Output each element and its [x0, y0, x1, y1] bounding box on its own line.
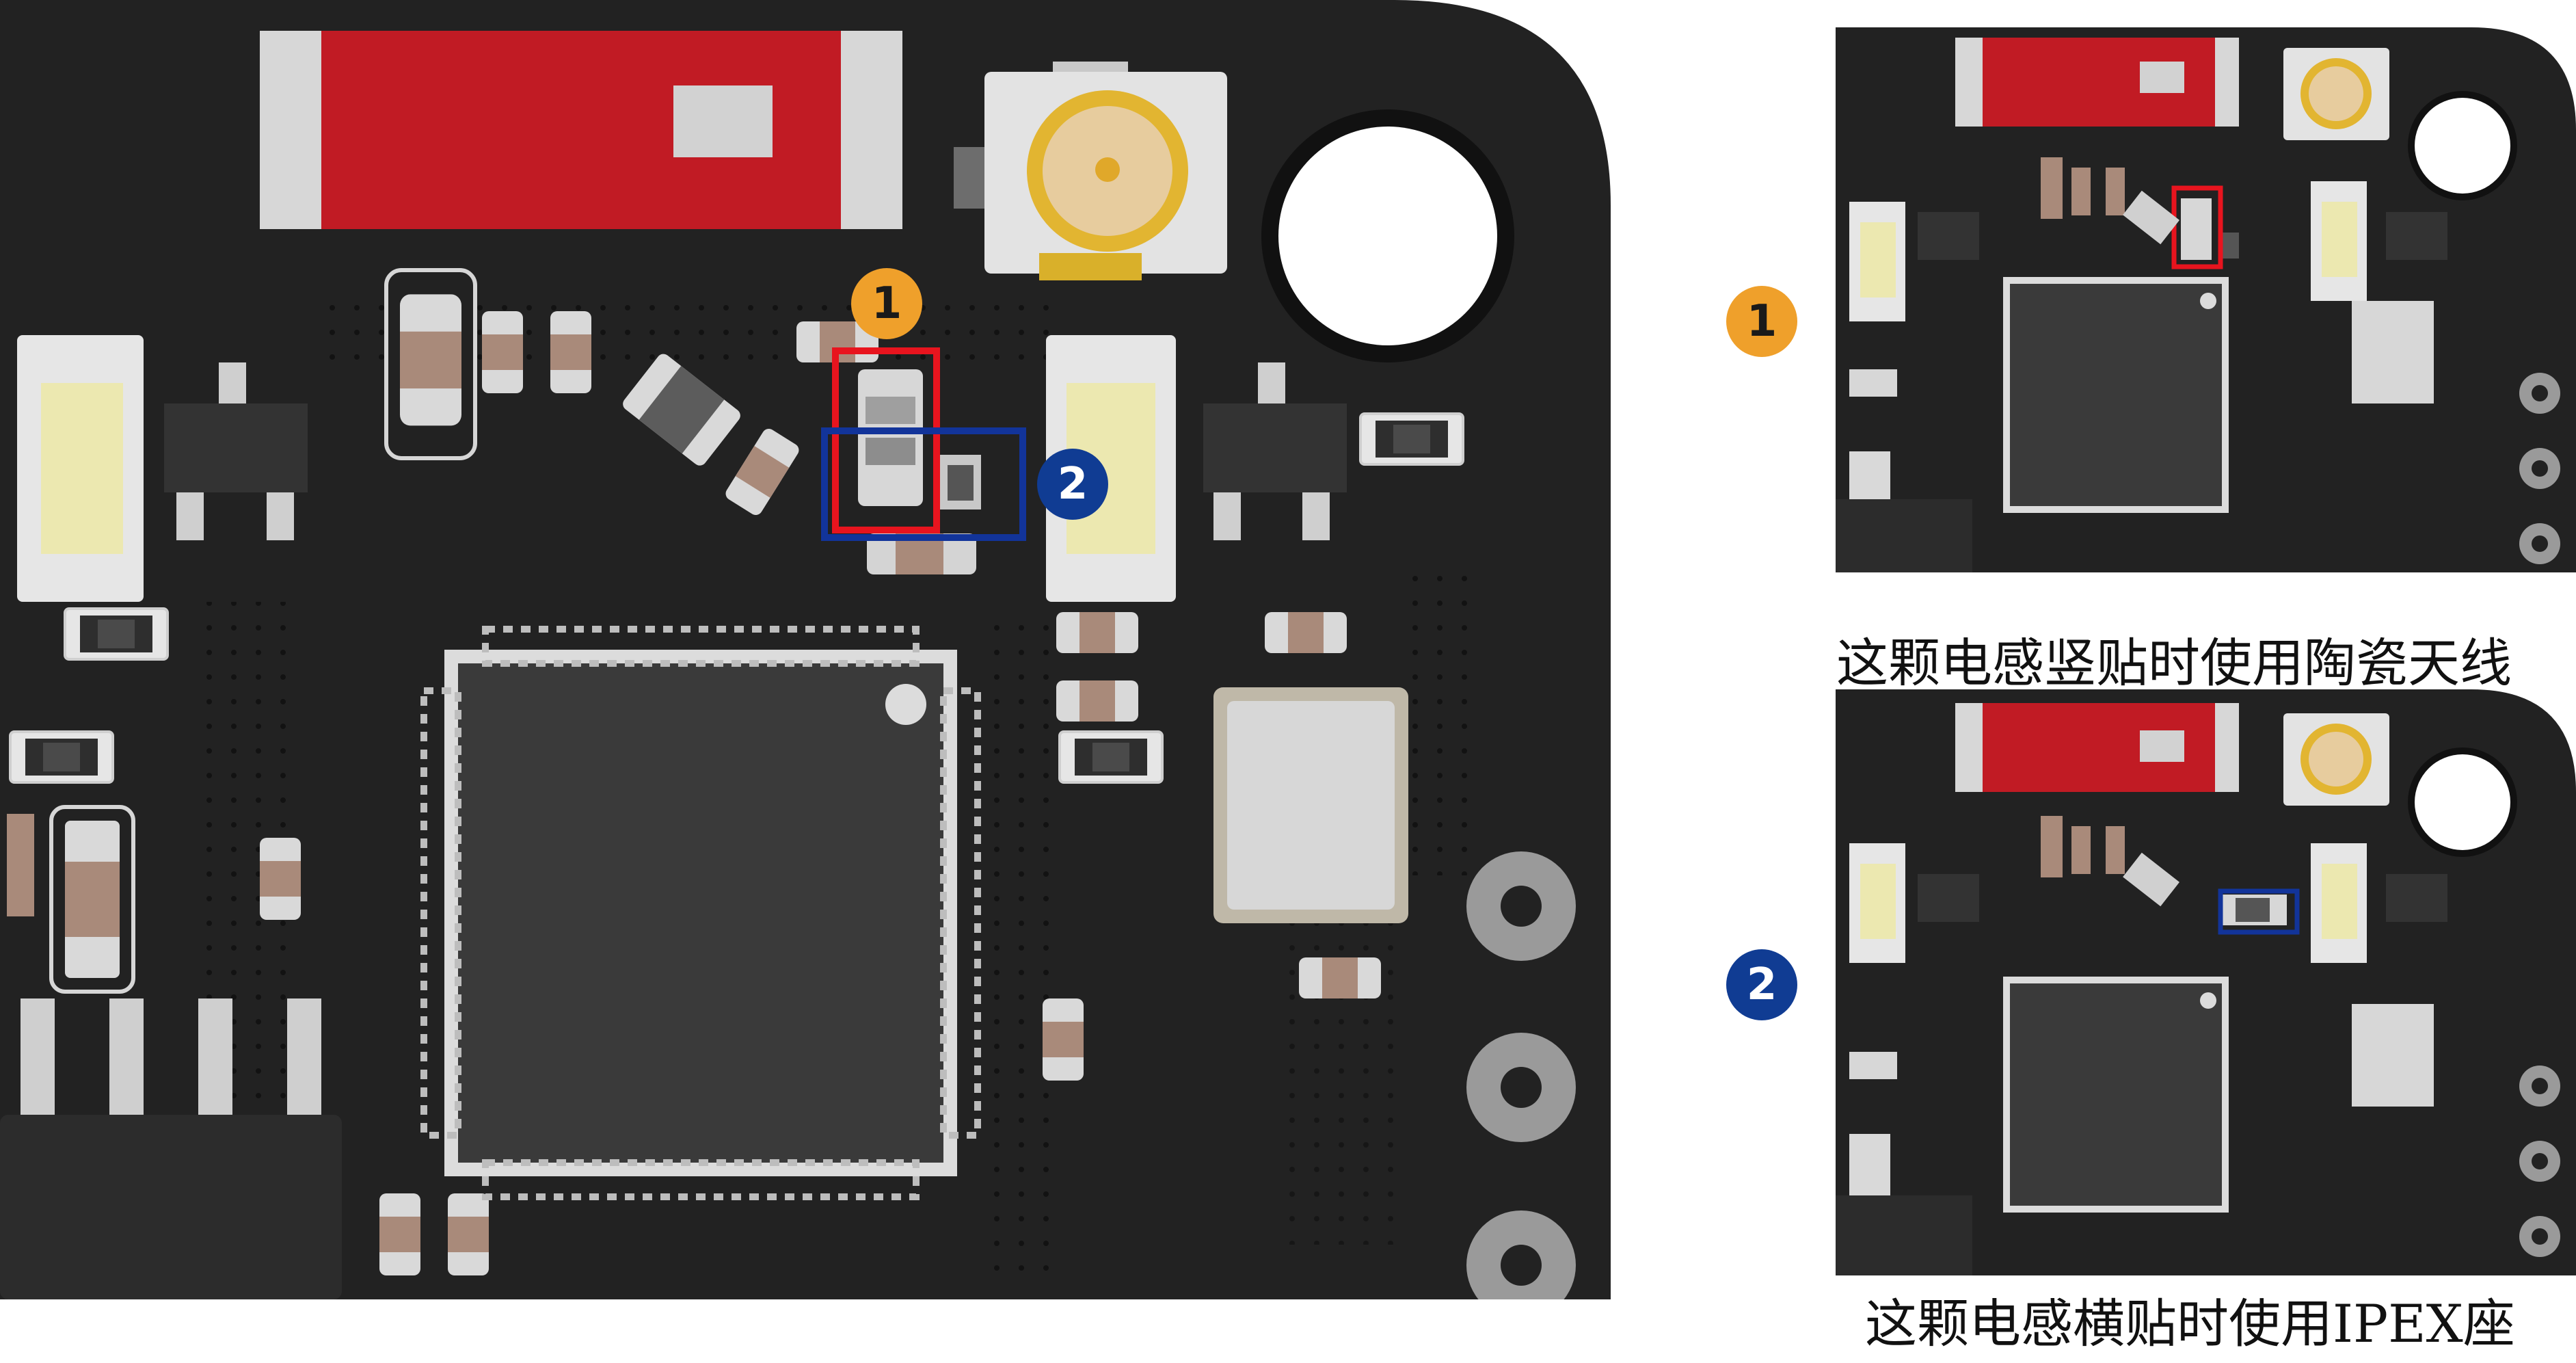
inset-1-highlight	[2171, 185, 2223, 269]
mounting-hole	[1278, 127, 1497, 345]
highlight-box-2	[821, 427, 1026, 541]
inset-2-highlight	[2218, 888, 2300, 935]
main-board-view	[0, 0, 1611, 1299]
regulator-ic	[0, 998, 342, 1299]
marker-1-main: 1	[851, 268, 922, 339]
transistor-right	[1203, 362, 1347, 540]
crystal-oscillator	[1213, 687, 1408, 923]
ceramic-antenna-icon	[260, 31, 902, 229]
marker-2-inset: 2	[1726, 949, 1797, 1020]
caption-inset-1: 这颗电感竖贴时使用陶瓷天线	[1836, 633, 2512, 693]
ipex-connector-icon	[954, 62, 1227, 280]
qfn-chip-icon	[420, 626, 981, 1200]
transistor-left	[164, 362, 308, 540]
inset-2-drawing	[1836, 689, 2576, 1275]
led-left	[17, 335, 144, 602]
marker-1-inset: 1	[1726, 286, 1797, 357]
inset-view-1	[1836, 27, 2576, 572]
inset-view-2	[1836, 689, 2576, 1275]
marker-2-main: 2	[1037, 449, 1108, 520]
highlight-box-1	[832, 347, 940, 533]
inset-1-drawing	[1836, 27, 2576, 572]
caption-inset-2: 这颗电感横贴时使用IPEX座	[1865, 1293, 2515, 1354]
main-board-drawing	[0, 0, 1611, 1299]
